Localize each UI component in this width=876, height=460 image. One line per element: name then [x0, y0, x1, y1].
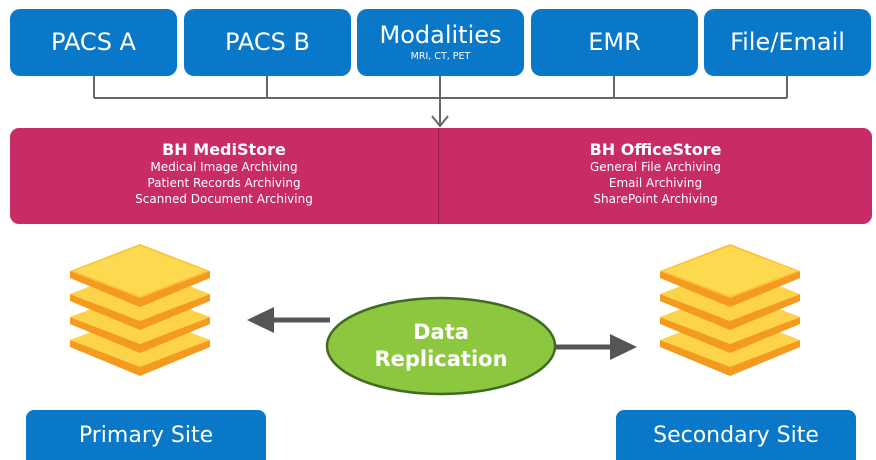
site-label: Secondary Site	[653, 422, 819, 448]
officestore-line: Email Archiving	[608, 176, 703, 191]
medistore-line: Patient Records Archiving	[147, 176, 301, 191]
officestore-line: General File Archiving	[589, 160, 722, 175]
source-label: Modalities	[379, 20, 502, 49]
source-file-email: File/Email	[704, 9, 871, 76]
arrowhead-right-icon	[610, 334, 637, 360]
source-pacs-b: PACS B	[184, 9, 351, 76]
replication-label: Data Replication	[325, 298, 557, 394]
source-emr: EMR	[531, 9, 698, 76]
source-label: PACS A	[51, 27, 136, 56]
source-label: File/Email	[730, 27, 845, 56]
archive-band: BH MediStore Medical Image Archiving Pat…	[10, 128, 872, 224]
site-label: Primary Site	[78, 422, 214, 448]
officestore-title: BH OfficeStore	[589, 140, 722, 159]
archive-divider	[438, 128, 439, 224]
source-sublabel: MRI, CT, PET	[410, 51, 471, 63]
medistore-panel: BH MediStore Medical Image Archiving Pat…	[10, 128, 438, 224]
source-connectors	[93, 76, 788, 128]
replication-arrows	[247, 307, 637, 360]
medistore-line: Scanned Document Archiving	[135, 191, 313, 206]
primary-site-label: Primary Site	[26, 410, 266, 460]
secondary-site-label: Secondary Site	[616, 410, 856, 460]
officestore-line: SharePoint Archiving	[593, 191, 718, 206]
source-pacs-a: PACS A	[10, 9, 177, 76]
medistore-title: BH MediStore	[162, 140, 286, 159]
replication-ellipse	[325, 296, 557, 396]
database-stack-icon	[660, 244, 800, 376]
source-label: EMR	[588, 27, 641, 56]
medistore-line: Medical Image Archiving	[150, 160, 298, 175]
officestore-panel: BH OfficeStore General File Archiving Em…	[439, 128, 872, 224]
database-stack-icon	[70, 244, 210, 376]
replication-line-1: Data	[413, 319, 469, 344]
replication-line-2: Replication	[374, 347, 508, 371]
connector-arrowhead	[431, 115, 449, 128]
arrowhead-left-icon	[247, 307, 274, 333]
source-modalities: Modalities MRI, CT, PET	[357, 9, 524, 76]
source-label: PACS B	[224, 27, 311, 56]
